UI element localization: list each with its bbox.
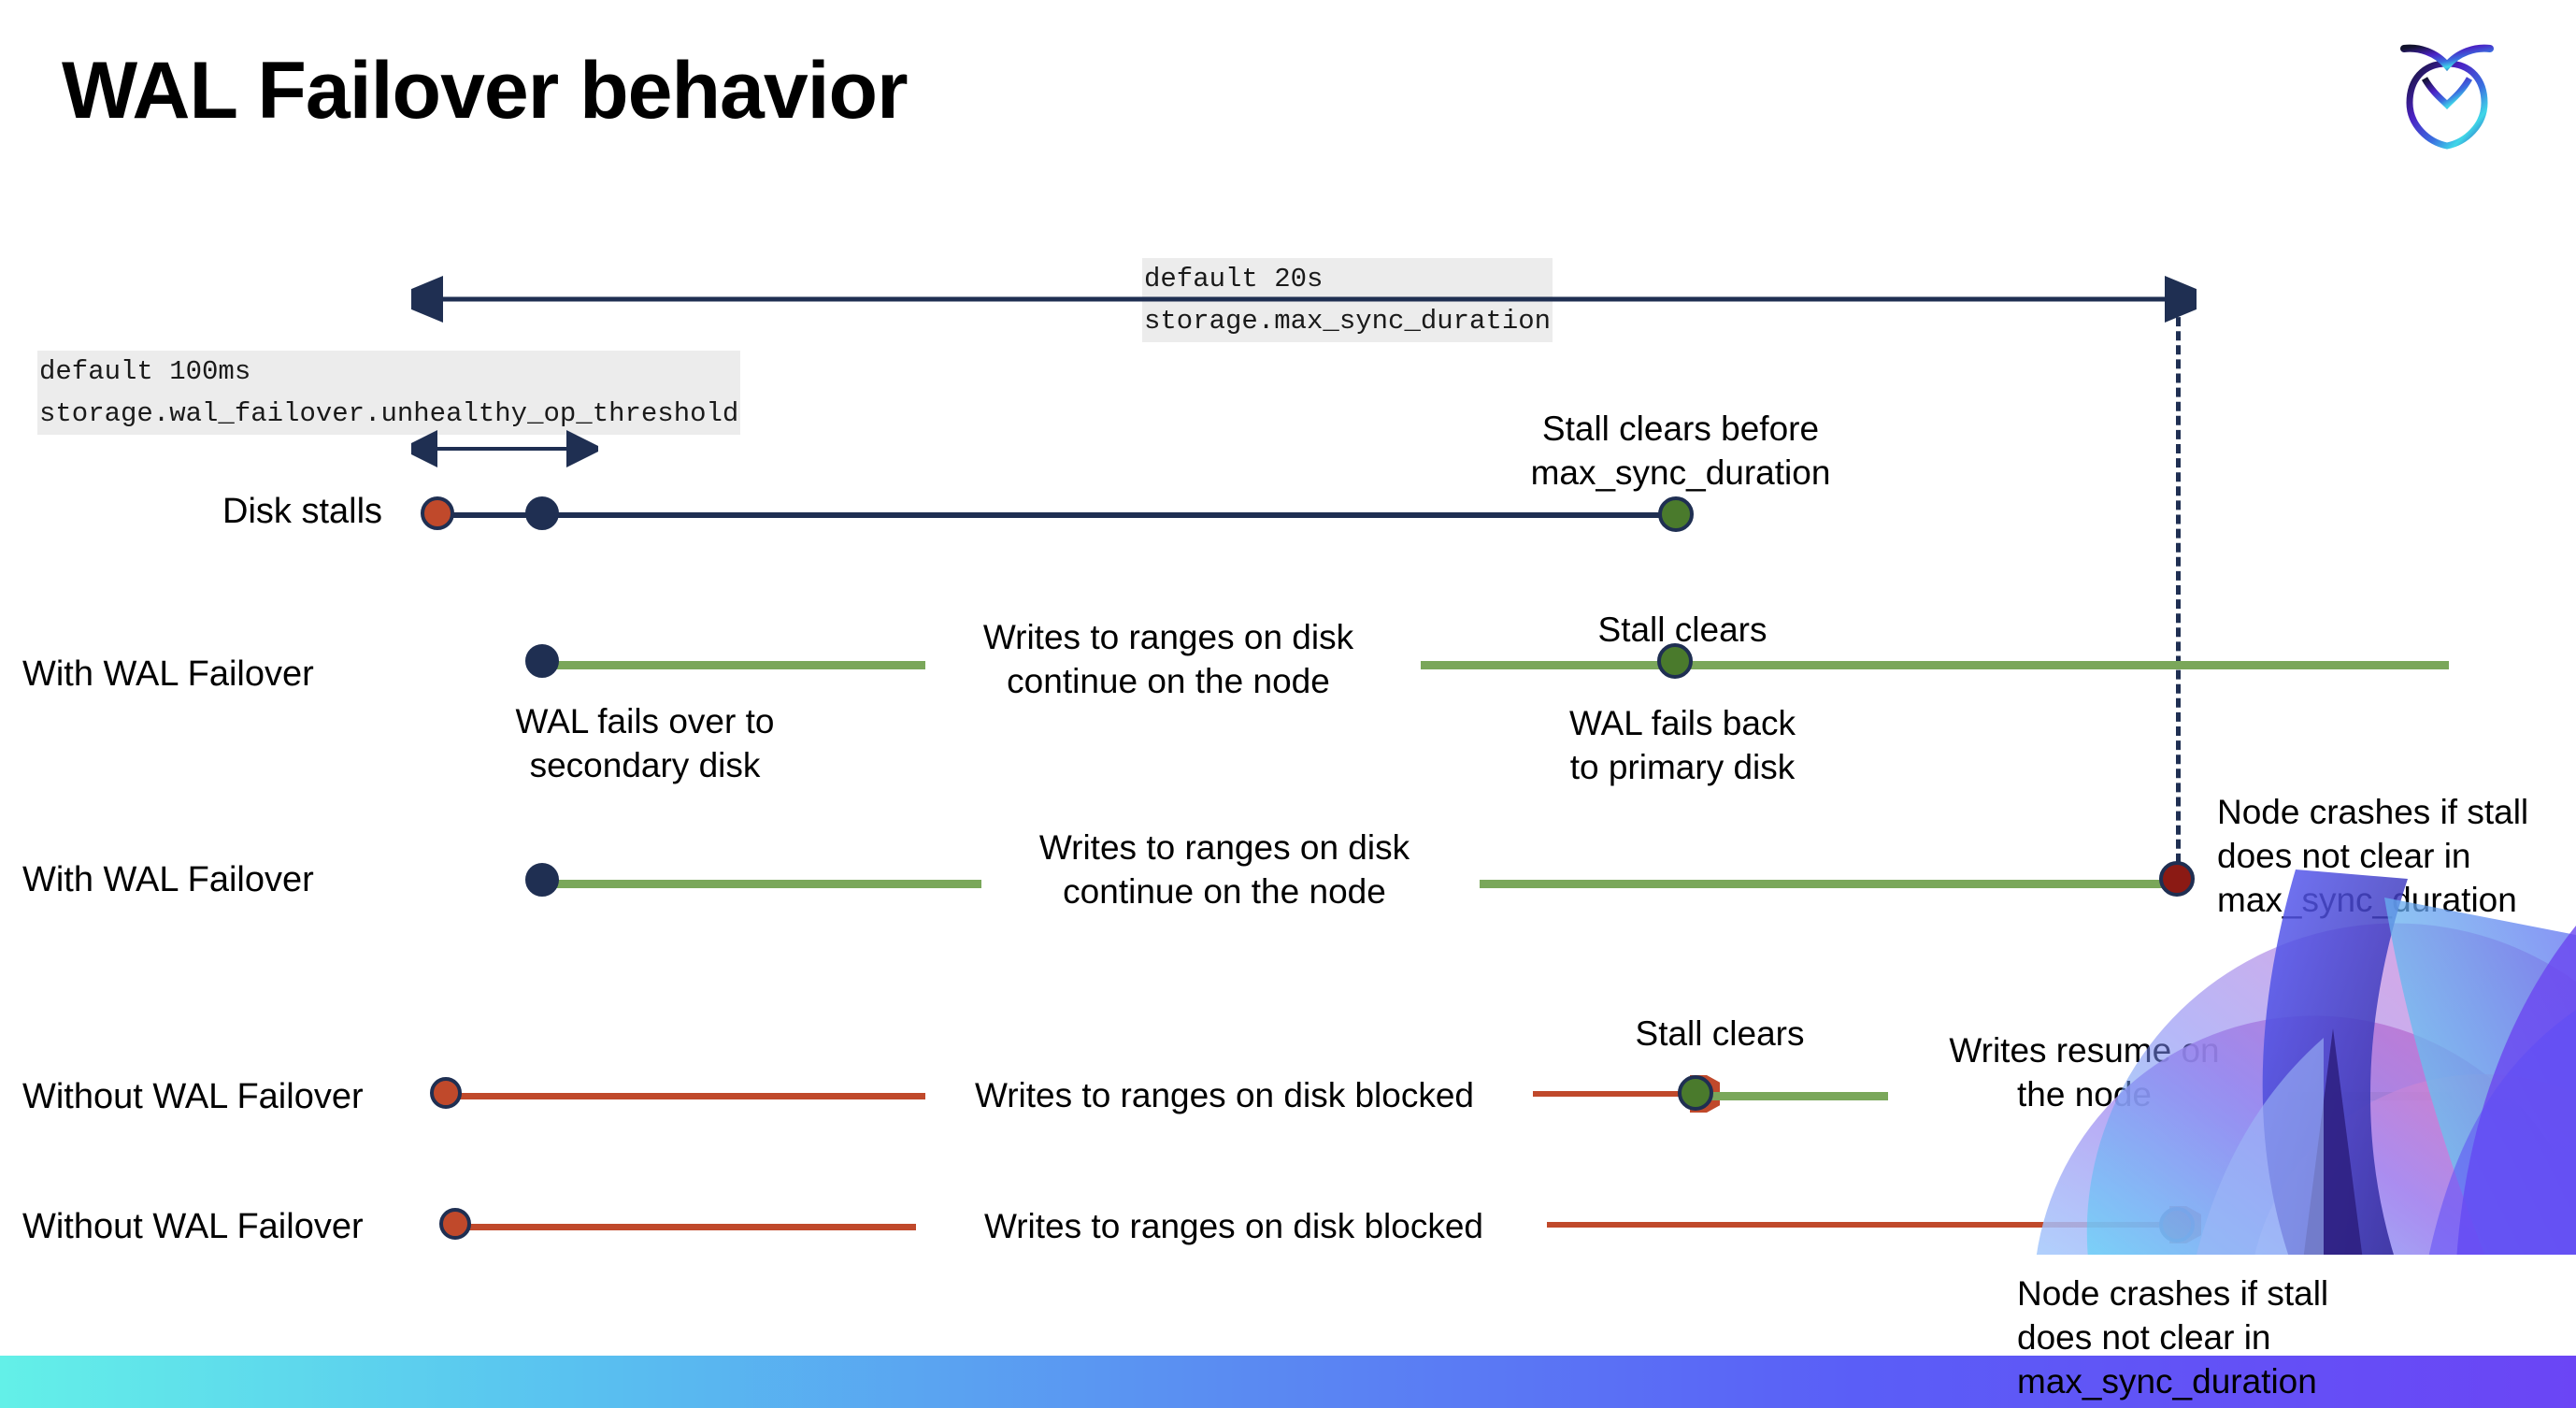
row-label-disk-stalls: Disk stalls (222, 492, 383, 531)
no-failover-2-start-dot (439, 1208, 471, 1240)
wal-failover-2-crash-dot (2159, 861, 2195, 897)
wal-failover-1-line-a (542, 661, 925, 669)
bottom-gradient-bar (0, 1356, 2576, 1408)
unhealthy-default-label: default 100ms (37, 351, 741, 393)
note-stall-clears-before: Stall clears before max_sync_duration (1530, 409, 1831, 492)
disk-stalls-timeline-cont (542, 512, 1678, 518)
wal-failover-1-clear-dot (1657, 643, 1693, 679)
no-failover-1-blocked-arrow (1533, 1075, 1720, 1113)
wal-failover-2-line-b (1480, 880, 2181, 888)
disk-stalls-clear-dot (1658, 496, 1694, 532)
row-label-without-wal-failover-1: Without WAL Failover (22, 1077, 364, 1116)
no-failover-2-blocked-arrow (1547, 1206, 2201, 1243)
note-writes-resume: Writes resume on the node (1949, 1031, 2220, 1113)
no-failover-2-crash-dot (2159, 1207, 2195, 1243)
unhealthy-setting-label: storage.wal_failover.unhealthy_op_thresh… (37, 393, 741, 435)
note-stall-clears-1: Stall clears (1597, 611, 1767, 649)
unhealthy-op-threshold-span-arrow (411, 430, 598, 467)
unhealthy-op-threshold-annotation: default 100ms storage.wal_failover.unhea… (37, 351, 741, 435)
wal-failover-1-line-b (1421, 661, 2449, 669)
disk-stalls-start-dot (421, 496, 454, 530)
note-writes-continue-2: Writes to ranges on disk continue on the… (1038, 828, 1410, 911)
wal-failover-2-start-dot (525, 863, 559, 897)
no-failover-1-resume-line-b (2288, 1092, 2452, 1100)
no-failover-1-line-a (449, 1093, 925, 1099)
note-writes-continue-1: Writes to ranges on disk continue on the… (982, 618, 1354, 700)
decorative-graphic-mask (2011, 1255, 2576, 1367)
note-node-crashes-1: Node crashes if stall does not clear in … (2217, 793, 2529, 919)
max-sync-duration-span-arrow (411, 276, 2197, 323)
note-wal-fails-over: WAL fails over to secondary disk (515, 702, 775, 784)
disk-stalls-failover-dot (525, 496, 559, 530)
note-stall-clears-2: Stall clears (1635, 1014, 1805, 1053)
no-failover-1-start-dot (430, 1077, 462, 1109)
wal-failover-1-start-dot (525, 644, 559, 678)
row-label-with-wal-failover-1: With WAL Failover (22, 654, 314, 694)
max-sync-duration-dashed-guide (2176, 303, 2181, 877)
row-label-with-wal-failover-2: With WAL Failover (22, 860, 314, 899)
note-node-crashes-2: Node crashes if stall does not clear in … (2017, 1274, 2329, 1401)
note-writes-blocked-2: Writes to ranges on disk blocked (983, 1207, 1484, 1245)
wal-failover-2-line-a (542, 880, 981, 888)
cockroachdb-logo (2391, 28, 2503, 150)
row-label-without-wal-failover-2: Without WAL Failover (22, 1207, 364, 1246)
no-failover-2-line-a (458, 1224, 916, 1230)
note-wal-fails-back: WAL fails back to primary disk (1569, 704, 1796, 786)
no-failover-1-resume-line-a (1701, 1092, 1888, 1100)
no-failover-1-clear-dot (1678, 1075, 1713, 1111)
page-title: WAL Failover behavior (62, 46, 909, 136)
note-writes-blocked-1: Writes to ranges on disk blocked (974, 1076, 1475, 1114)
